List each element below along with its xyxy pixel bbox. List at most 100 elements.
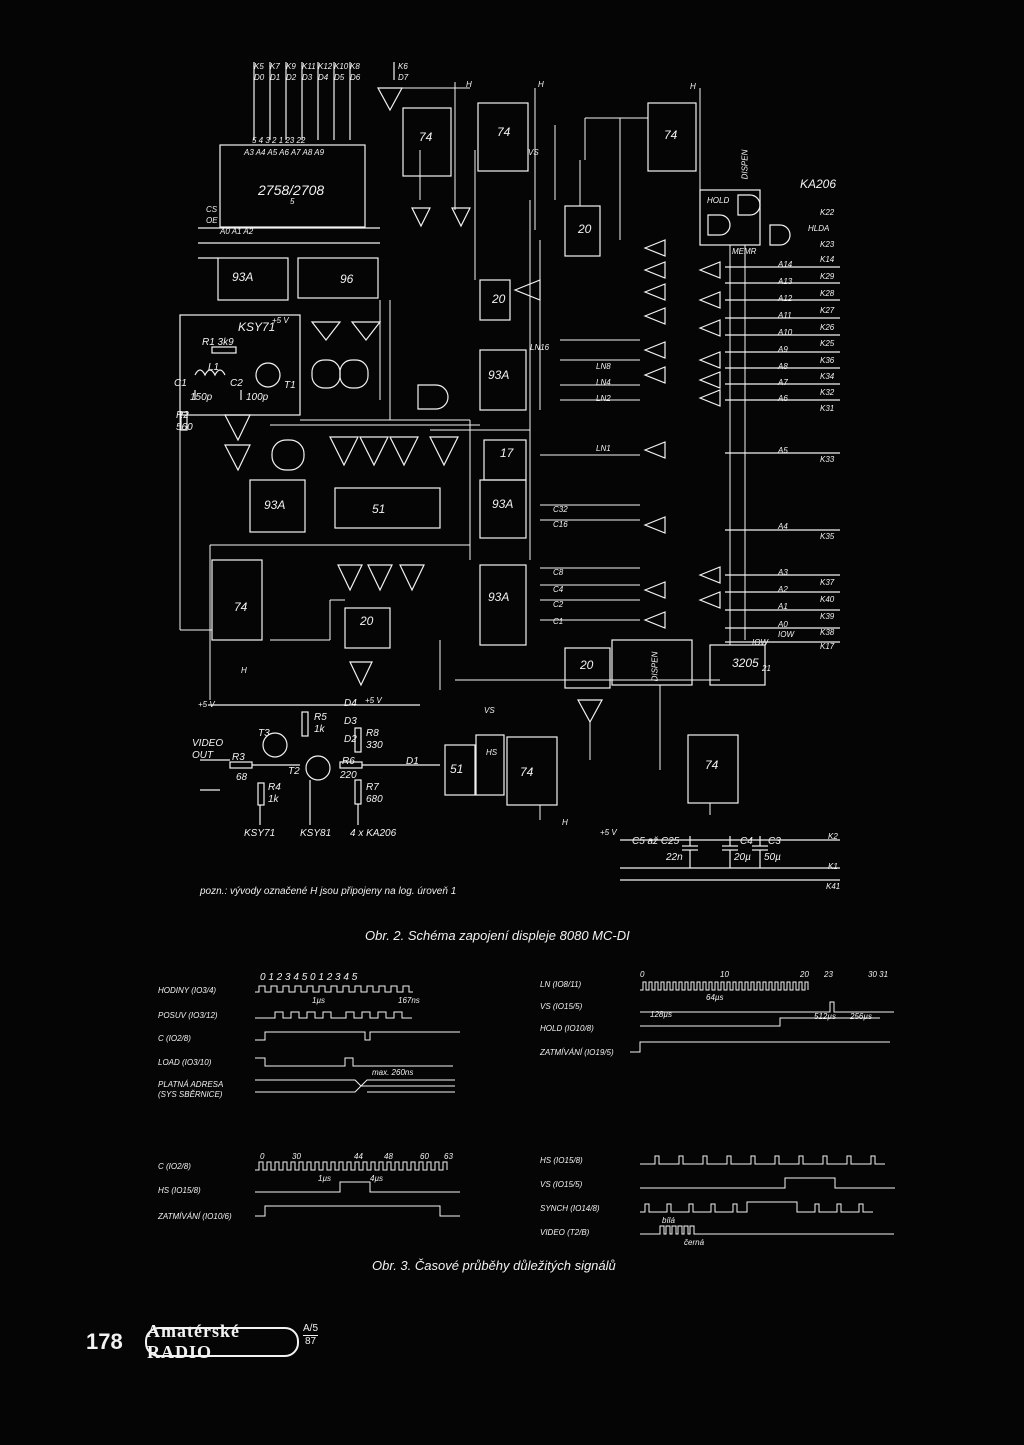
r2-label: R2 [176,410,189,421]
timing-1us: 1µs [312,996,326,1005]
timing-167ns: 167ns [398,996,420,1005]
k-label: K23 [820,240,835,249]
wave-hodiny [255,985,413,993]
timing-label: POSUV (IO3/12) [158,1011,218,1020]
eprom-pin: 5 [290,197,295,206]
ln-label: LN16 [530,343,550,352]
c4-label: C4 [740,836,753,847]
t2-label: T2 [288,766,300,777]
k-label: K39 [820,612,835,621]
nand51-lower-block [444,744,476,796]
timing-count: 10 [720,970,729,979]
h-label-5: H [562,818,568,827]
nand51-block [334,487,441,529]
timing-count: 0 [640,970,645,979]
counter-93a-block [217,257,289,301]
gate-2-circle-block [271,439,305,471]
vs-label: VS [528,148,539,157]
k41-label: K41 [826,882,841,891]
schematic-note: pozn.: vývody označené H jsou připojeny … [200,886,457,897]
magazine-logo-text: Amatérské RADIO [147,1321,240,1362]
timing-label: HS (IO15/8) [540,1156,583,1165]
wave-video [640,1225,894,1235]
timing-label: SYNCH (IO14/8) [540,1204,600,1213]
timing-label: HS (IO15/8) [158,1186,201,1195]
data-label: D1 [270,73,281,82]
pin-label: K12 [318,62,333,71]
signal-oe: OE [206,216,218,225]
pin-label: K10 [334,62,349,71]
timing-count: 0 [260,1152,265,1161]
counter-93a-1-label: 93A [232,270,254,284]
h-label-1: H [466,80,472,89]
wave-zatmivani [630,1041,890,1053]
counter-93a-2-block [479,349,527,411]
timing-512us: 512µs [814,1012,836,1021]
r2-value: 560 [176,422,193,433]
plus5v-d4: +5 V [365,696,382,705]
hold-label: HOLD [707,196,730,205]
ka206-label: KA206 [800,177,837,191]
addr-a3: A3 [778,568,788,577]
eprom-pins: 5 4 3 2 1 23 22 [252,136,306,145]
timing-count: 0 1 2 3 4 5 0 1 2 3 4 5 [260,972,358,983]
wave-synch [640,1201,873,1213]
timing-1us: 1µs [318,1174,332,1183]
timing-label: HODINY (IO3/4) [158,986,217,995]
plus5v-video: +5 V [198,700,215,709]
issue-number: A/5 87 [303,1323,319,1348]
chip-3205-block [709,644,766,686]
k-label: K32 [820,388,835,397]
d4-label: D4 [344,698,357,709]
signal-a0a2: A0 A1 A2 [220,227,254,236]
c4-value: 20µ [734,852,751,863]
k2-label: K2 [828,832,838,841]
timing-count: 23 [824,970,833,979]
timing-bila: bílá [662,1216,675,1225]
ff74-top2-block [477,102,529,172]
timing-label: PLATNÁ ADRESA [158,1080,224,1089]
pin-label: K11 [302,62,316,71]
c-label: C1 [553,617,564,626]
ff74-bottom-label: 74 [520,765,534,779]
gate-2-right [339,359,369,389]
timing-64us: 64µs [706,993,724,1002]
video-out-label: VIDEO OUT [192,738,224,761]
wave-hs-right [640,1155,885,1165]
r3-value: 68 [236,772,248,783]
addr-a1: A1 [778,602,788,611]
c2-value: 100p [246,392,269,403]
data-label: D6 [350,73,361,82]
plus5v-label: +5 V [272,316,289,325]
data-label: D0 [254,73,265,82]
figure-2-caption: Obr. 2. Schéma zapojení displeje 8080 MC… [365,928,630,943]
gate20-right-label: 20 [580,658,594,672]
ksy71-label: KSY71 [238,320,276,334]
wave-c-bottom [255,1161,448,1171]
d1-label: D1 [406,756,419,767]
k-label: K40 [820,595,835,604]
timing-count: 30 [292,1152,301,1161]
counter-93a-4-block [479,564,527,646]
gate20-mid-block [479,279,511,321]
signal-cs: CS [206,205,218,214]
r6-label: R6 [342,756,355,767]
t1-label: T1 [284,380,296,391]
dispen-label: DISPEN [740,149,750,180]
addr-a9: A9 [778,345,788,354]
addr-a4: A4 [778,522,788,531]
k-label: K37 [820,578,835,587]
k-label: K29 [820,272,835,281]
pin-label: K6 [398,62,408,71]
pin-label: K7 [270,62,280,71]
addr-a6: A6 [778,394,788,403]
counter-93a-2-label: 93A [264,498,286,512]
r4-label: R4 [268,782,281,793]
r7-value: 680 [366,794,383,805]
addr-a5: A5 [778,446,788,455]
r8-label: R8 [366,728,379,739]
pin-label: K8 [350,62,360,71]
d3-label: D3 [344,716,357,727]
k-label: K33 [820,455,835,464]
dispen-label-2: DISPEN [650,651,660,682]
